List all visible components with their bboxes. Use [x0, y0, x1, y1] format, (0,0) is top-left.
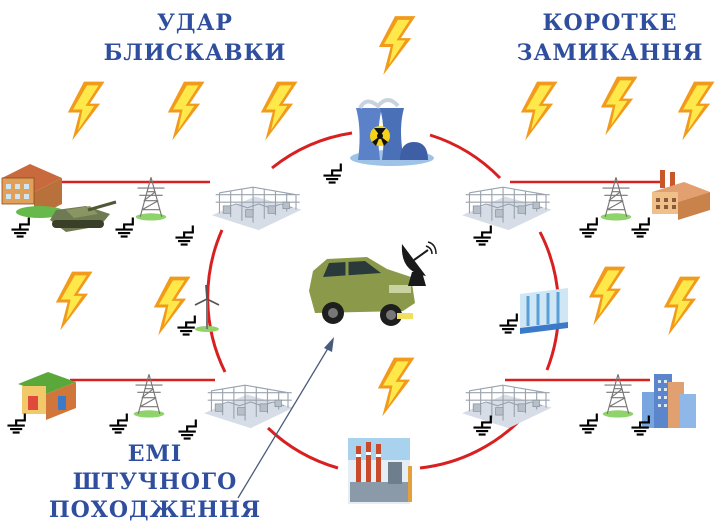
short-circuit-label-line-1: КОРОТКЕ [542, 10, 678, 36]
lightning-bolt-icon [260, 81, 298, 141]
lightning-bolt-icon [677, 81, 715, 141]
school-building-icon [1, 164, 64, 218]
ground-symbol-icon [114, 216, 134, 238]
substation-icon [203, 384, 295, 429]
lightning-label-line-1: УДАР [157, 10, 233, 36]
short-circuit-label-line-2: ЗАМИКАННЯ [516, 40, 704, 66]
ground-symbol-icon [472, 224, 492, 246]
emi-label: ЕМІ ШТУЧНОГО ПОХОДЖЕННЯ [45, 440, 265, 524]
lightning-strike-label: УДАР БЛИСКАВКИ [95, 8, 295, 68]
emi-label-line-1: ЕМІ [127, 441, 183, 467]
lightning-bolt-icon [67, 81, 105, 141]
lightning-bolt-icon [55, 271, 93, 331]
ground-symbol-icon [10, 216, 30, 238]
emi-label-line-3: ПОХОДЖЕННЯ [48, 497, 262, 523]
ground-symbol-icon [6, 412, 26, 434]
lightning-bolt-icon [377, 357, 415, 417]
ground-symbol-icon [578, 412, 598, 434]
ground-symbol-icon [578, 216, 598, 238]
suv-vehicle-icon [309, 257, 415, 326]
power-lines [60, 180, 660, 382]
thermal-plant-icon [348, 438, 412, 504]
ground-symbol-icon [177, 418, 197, 440]
city-buildings-icon [642, 374, 696, 428]
emi-arrow [237, 337, 334, 499]
ground-symbol-icon [630, 216, 650, 238]
lightning-bolt-icon [167, 81, 205, 141]
satellite-dish-icon [401, 241, 437, 286]
power-tower-icon [135, 176, 167, 221]
nuclear-plant-icon [350, 98, 434, 166]
lightning-bolt-icon [520, 81, 558, 141]
short-circuit-label: КОРОТКЕ ЗАМИКАННЯ [515, 8, 705, 68]
tank-icon [50, 200, 117, 232]
factory-icon [652, 170, 710, 220]
lightning-bolt-icon [588, 266, 626, 326]
ground-symbol-icon [176, 314, 196, 336]
wind-turbine-icon [194, 284, 220, 332]
ground-symbol-icon [108, 412, 128, 434]
ground-symbol-icon [322, 162, 342, 184]
hydro-dam-icon [520, 288, 568, 334]
power-tower-icon [600, 176, 632, 221]
lightning-bolt-icon [600, 76, 638, 136]
emi-label-line-2: ШТУЧНОГО [72, 469, 238, 495]
substation-icon [461, 186, 553, 231]
substation-icon [211, 186, 303, 231]
substation-icon [461, 384, 553, 429]
lightning-bolt-icon [663, 276, 701, 336]
lightning-bolt-icon [378, 16, 416, 75]
ground-symbol-icon [498, 312, 518, 334]
lightning-label-line-2: БЛИСКАВКИ [103, 40, 287, 66]
gas-station-icon [18, 372, 76, 420]
ground-symbol-icon [174, 224, 194, 246]
